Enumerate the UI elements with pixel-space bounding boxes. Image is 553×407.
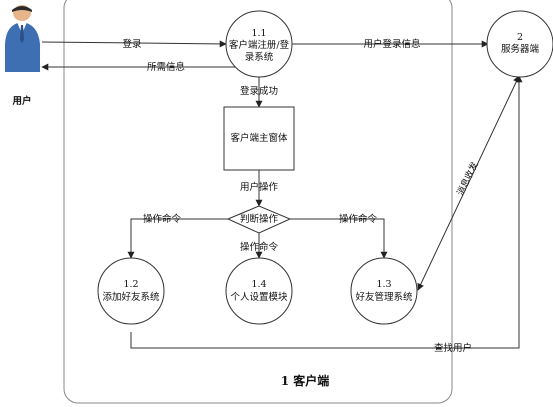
user-label: 用户 xyxy=(11,95,31,107)
svg-text:1.2: 1.2 xyxy=(123,279,138,290)
edge-login xyxy=(41,40,227,48)
svg-text:好友管理系统: 好友管理系统 xyxy=(355,291,413,303)
node-friend-management: 1.3 好友管理系统 xyxy=(350,257,418,325)
node-server: 2 服务器端 xyxy=(486,10,553,78)
edge-user-login-info-label: 用户登录信息 xyxy=(363,38,420,50)
edge-find-user-label: 查找用户 xyxy=(434,342,472,354)
node-decision: 判断操作 xyxy=(226,205,292,234)
edge-op-cmd-left xyxy=(127,218,228,259)
svg-text:添加好友系统: 添加好友系统 xyxy=(102,291,160,303)
svg-text:1.4: 1.4 xyxy=(251,279,266,290)
node-main-window: 客户端主窗体 xyxy=(223,106,295,171)
edge-login-success-label: 登录成功 xyxy=(240,85,278,97)
edge-op-cmd-right-label: 操作命令 xyxy=(339,213,378,225)
node-add-friend: 1.2 添加好友系统 xyxy=(97,257,165,325)
svg-text:客户端主窗体: 客户端主窗体 xyxy=(230,132,288,144)
edge-required-info-label: 所需信息 xyxy=(147,61,185,73)
svg-text:2: 2 xyxy=(517,32,523,43)
node-personal-settings: 1.4 个人设置模块 xyxy=(225,257,293,325)
svg-text:客户端注册/登: 客户端注册/登 xyxy=(229,39,290,51)
edge-find-user xyxy=(130,75,523,349)
edge-op-cmd-mid-label: 操作命令 xyxy=(240,241,279,253)
client-boundary-title: 1 客户端 xyxy=(281,373,330,388)
edge-op-cmd-right xyxy=(290,218,388,259)
edge-user-operation-label: 用户操作 xyxy=(240,181,279,193)
svg-text:1.3: 1.3 xyxy=(376,279,391,290)
svg-text:录系统: 录系统 xyxy=(245,51,274,63)
svg-text:判断操作: 判断操作 xyxy=(240,213,279,225)
edge-message-exchange xyxy=(417,75,520,291)
edge-login-label: 登录 xyxy=(122,39,142,50)
svg-text:1.1: 1.1 xyxy=(251,28,266,39)
edge-message-exchange-label: 消息收发 xyxy=(454,160,481,198)
edge-op-cmd-left-label: 操作命令 xyxy=(143,213,182,225)
node-login-system: 1.1 客户端注册/登 录系统 xyxy=(225,10,293,78)
user-icon xyxy=(5,5,40,72)
svg-text:服务器端: 服务器端 xyxy=(501,43,540,55)
svg-text:个人设置模块: 个人设置模块 xyxy=(230,291,288,303)
